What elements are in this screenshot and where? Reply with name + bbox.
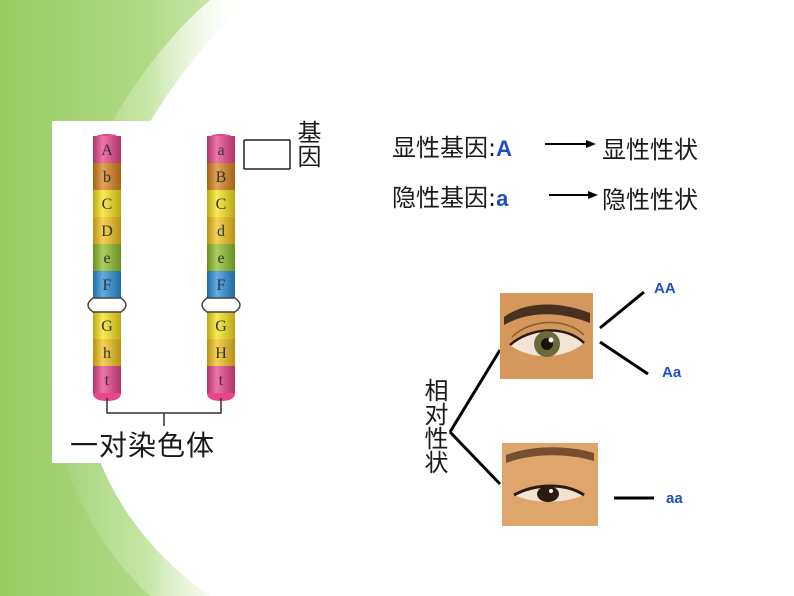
left-band-shade-4	[93, 217, 121, 244]
left-gene-8: h	[103, 345, 111, 362]
left-band-shade-5	[93, 244, 121, 271]
right-gene-4: d	[217, 223, 225, 240]
left-gene-1: A	[101, 142, 113, 159]
chromosome-pair-label: 一对染色体	[70, 429, 216, 462]
right-gene-3: C	[216, 196, 227, 213]
left-band-shade-2	[93, 163, 121, 190]
genotype-Aa: Aa	[662, 364, 682, 381]
left-band-shade-8	[93, 339, 121, 366]
left-gene-4: D	[101, 223, 113, 240]
double-eyelid-eye-image	[500, 293, 593, 379]
right-band-shade-8	[207, 339, 235, 366]
genotype-AA: AA	[654, 280, 676, 297]
left-gene-5: e	[103, 250, 110, 267]
left-band-shade-6	[93, 271, 121, 298]
recessive-row: 隐性基因:a	[392, 178, 509, 212]
right-band-shade-2	[207, 163, 235, 190]
right-band-shade-6	[207, 271, 235, 298]
right-gene-5: e	[217, 250, 224, 267]
dominant-row: 显性基因:A	[392, 128, 512, 162]
left-band-shade-7	[93, 312, 121, 339]
pair-bracket	[106, 398, 222, 426]
tree-branch-bottom	[448, 430, 502, 486]
dominant-arrow	[545, 140, 596, 148]
right-band-shade-3	[207, 190, 235, 217]
right-gene-9: t	[219, 372, 224, 389]
recessive-trait: 隐性性状	[602, 186, 698, 214]
right-band-shade-4	[207, 217, 235, 244]
tree-branch-top	[448, 349, 502, 433]
right-chromosome-cap-bottom	[207, 393, 235, 401]
single-eyelid-eye-image	[502, 443, 598, 526]
left-gene-2: b	[103, 169, 111, 186]
genotype-aa: aa	[666, 490, 683, 507]
right-gene-6: F	[217, 277, 226, 294]
left-gene-9: t	[105, 372, 110, 389]
right-gene-7: G	[215, 318, 227, 335]
left-gene-6: F	[103, 277, 112, 294]
gene-bracket	[243, 139, 291, 170]
left-band-shade-9	[93, 366, 121, 393]
right-gene-2: B	[216, 169, 227, 186]
left-band-shade-3	[93, 190, 121, 217]
right-band-shade-1	[207, 136, 235, 163]
gene-label: 基因	[293, 120, 321, 168]
right-band-shade-7	[207, 312, 235, 339]
left-gene-7: G	[101, 318, 113, 335]
left-centromere	[87, 297, 127, 313]
right-band-shade-5	[207, 244, 235, 271]
right-band-shade-9	[207, 366, 235, 393]
recessive-gene-label: 隐性基因:	[392, 184, 497, 212]
relative-trait-label: 相对性状	[420, 378, 448, 474]
right-gene-1: a	[217, 142, 224, 159]
recessive-gene-symbol: a	[496, 186, 509, 211]
dominant-trait: 显性性状	[602, 136, 698, 164]
right-centromere	[201, 297, 241, 313]
left-gene-3: C	[102, 196, 113, 213]
recessive-arrow	[549, 191, 598, 199]
right-gene-8: H	[215, 345, 227, 362]
left-band-shade-1	[93, 136, 121, 163]
aa-upper-line	[599, 290, 645, 330]
aa-mid-line	[599, 340, 649, 376]
left-chromosome-cap-bottom	[93, 393, 121, 401]
dominant-gene-symbol: A	[496, 136, 512, 161]
dominant-gene-label: 显性基因:	[392, 134, 497, 162]
